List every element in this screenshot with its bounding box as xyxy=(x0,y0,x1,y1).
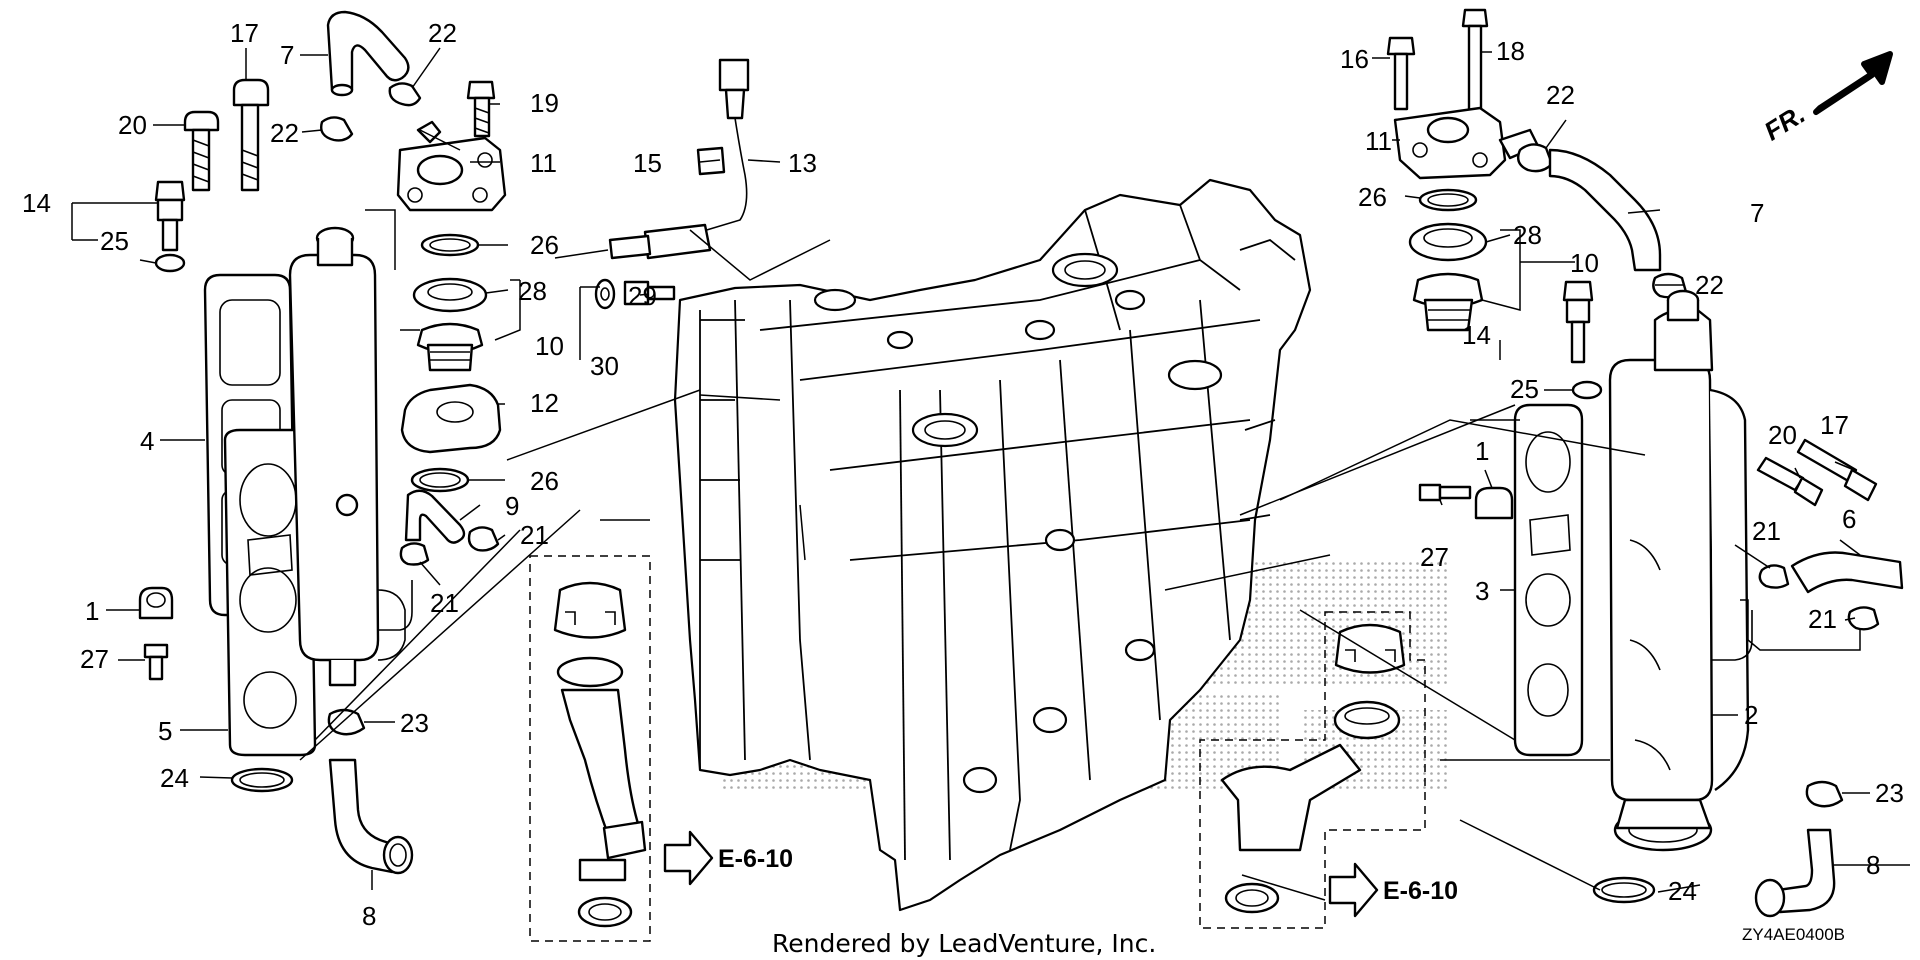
label-20: 20 xyxy=(1768,420,1797,450)
label-17: 17 xyxy=(230,18,259,48)
right-parts xyxy=(1199,8,1904,929)
label-18: 18 xyxy=(1496,36,1525,66)
label-1: 1 xyxy=(1475,436,1489,466)
label-30: 30 xyxy=(590,351,619,381)
label-10: 10 xyxy=(535,331,564,361)
label-5: 5 xyxy=(158,716,172,746)
label-21: 21 xyxy=(1808,604,1837,634)
label-6: 6 xyxy=(1842,504,1856,534)
reference-arrow-right: E-6-10 xyxy=(1328,862,1458,918)
label-22: 22 xyxy=(1546,80,1575,110)
label-29: 29 xyxy=(628,281,657,311)
label-25: 25 xyxy=(100,226,129,256)
engine-block xyxy=(673,178,1312,912)
label-25: 25 xyxy=(1510,374,1539,404)
left-parts xyxy=(138,10,651,942)
label-8: 8 xyxy=(362,901,376,931)
front-direction-marker: FR. xyxy=(1759,51,1893,147)
label-26: 26 xyxy=(530,466,559,496)
label-24: 24 xyxy=(160,763,189,793)
label-16: 16 xyxy=(1340,44,1369,74)
label-27: 27 xyxy=(80,644,109,674)
diagram-code: ZY4AE0400B xyxy=(1742,925,1845,944)
label-23: 23 xyxy=(400,708,429,738)
label-28: 28 xyxy=(518,276,547,306)
label-14: 14 xyxy=(1462,320,1491,350)
label-9: 9 xyxy=(505,491,519,521)
reference-arrow-left: E-6-10 xyxy=(663,830,793,886)
label-4: 4 xyxy=(140,426,154,456)
label-26: 26 xyxy=(530,230,559,260)
label-22: 22 xyxy=(1695,270,1724,300)
front-label: FR. xyxy=(1759,99,1810,147)
label-15: 15 xyxy=(633,148,662,178)
label-11: 11 xyxy=(530,148,557,178)
label-20: 20 xyxy=(118,110,147,140)
label-24: 24 xyxy=(1668,876,1697,906)
front-arrow-icon xyxy=(1813,51,1893,115)
part-labels: 17 7 22 20 22 19 11 14 25 26 28 10 4 12 … xyxy=(22,18,1904,931)
reference-label: E-6-10 xyxy=(1383,877,1458,905)
label-19: 19 xyxy=(530,88,559,118)
label-7: 7 xyxy=(1750,198,1764,228)
label-7: 7 xyxy=(280,40,294,70)
label-1: 1 xyxy=(85,596,99,626)
label-28: 28 xyxy=(1513,220,1542,250)
label-17: 17 xyxy=(1820,410,1849,440)
label-13: 13 xyxy=(788,148,817,178)
reference-label: E-6-10 xyxy=(718,845,793,873)
label-8: 8 xyxy=(1866,850,1880,880)
label-21: 21 xyxy=(520,520,549,550)
label-3: 3 xyxy=(1475,576,1489,606)
leader-lines xyxy=(71,47,1910,901)
label-11: 11 xyxy=(1365,126,1392,156)
credit-text: Rendered by LeadVenture, Inc. xyxy=(772,929,1156,958)
label-27: 27 xyxy=(1420,542,1449,572)
center-top-parts xyxy=(594,58,750,310)
label-23: 23 xyxy=(1875,778,1904,808)
label-22: 22 xyxy=(428,18,457,48)
label-2: 2 xyxy=(1744,700,1758,730)
label-26: 26 xyxy=(1358,182,1387,212)
label-22: 22 xyxy=(270,118,299,148)
label-21: 21 xyxy=(1752,516,1781,546)
label-12: 12 xyxy=(530,388,559,418)
label-21: 21 xyxy=(430,588,459,618)
label-10: 10 xyxy=(1570,248,1599,278)
label-14: 14 xyxy=(22,188,51,218)
